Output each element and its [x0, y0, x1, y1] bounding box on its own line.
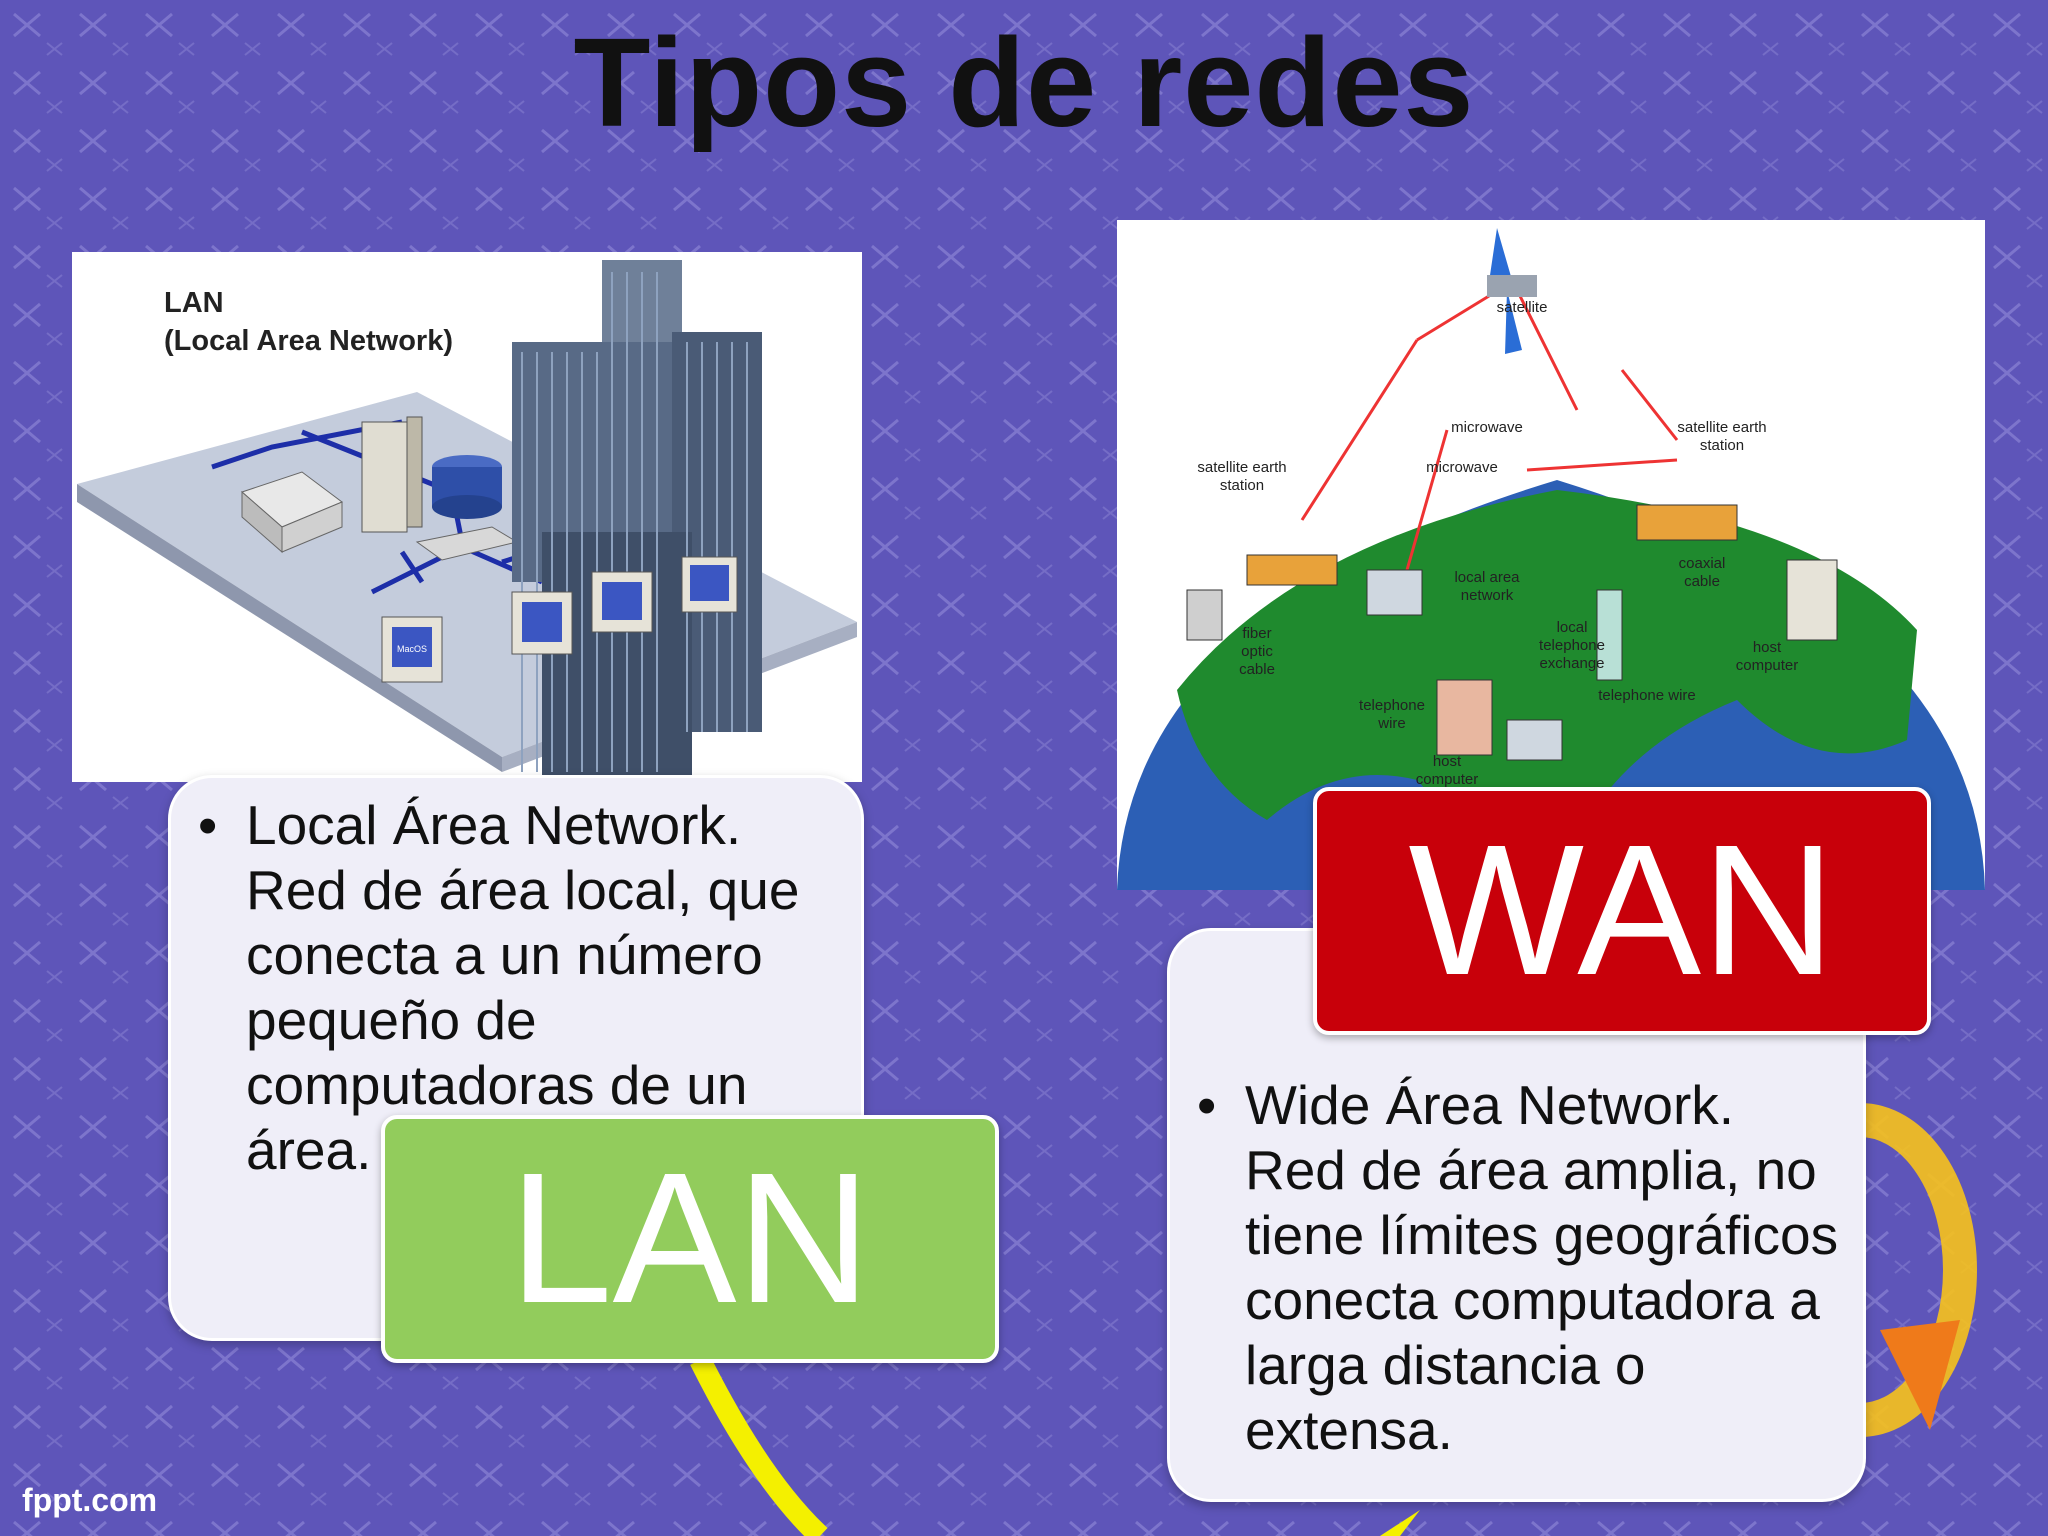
bullet-icon: •	[198, 794, 218, 856]
svg-text:satellite earth: satellite earth	[1197, 459, 1286, 476]
svg-text:satellite earth: satellite earth	[1677, 419, 1766, 436]
lan-illustration: MacOS LAN (Local Area Network)	[72, 252, 862, 782]
svg-text:local: local	[1557, 619, 1588, 636]
svg-text:computer: computer	[1416, 771, 1479, 788]
wan-label: WAN	[1313, 787, 1931, 1035]
yellow-arc-decoration	[690, 1355, 828, 1536]
svg-text:coaxial: coaxial	[1679, 555, 1726, 572]
slide-title: Tipos de redes	[573, 12, 1475, 153]
svg-text:optic: optic	[1241, 643, 1273, 660]
svg-text:wire: wire	[1377, 715, 1406, 732]
svg-text:computer: computer	[1736, 657, 1799, 674]
svg-text:host: host	[1753, 639, 1782, 656]
computer-icons: MacOS	[381, 556, 738, 683]
earth-station-right	[1636, 504, 1738, 541]
svg-text:telephone: telephone	[1539, 637, 1605, 654]
svg-text:station: station	[1700, 437, 1744, 454]
office-building-icon	[512, 260, 762, 782]
svg-text:telephone wire: telephone wire	[1598, 687, 1696, 704]
svg-text:MacOS: MacOS	[397, 644, 427, 654]
svg-text:telephone: telephone	[1359, 697, 1425, 714]
svg-text:station: station	[1220, 477, 1264, 494]
lan-description: • Local Área Network. Red de área local,…	[198, 794, 800, 1181]
svg-text:cable: cable	[1684, 573, 1720, 590]
svg-text:cable: cable	[1239, 661, 1275, 678]
bullet-icon: •	[1197, 1074, 1217, 1136]
earth-station-left	[1246, 554, 1338, 586]
svg-text:fiber: fiber	[1242, 625, 1271, 642]
footer-brand: fppt.com	[22, 1482, 158, 1518]
storage-icon	[432, 455, 502, 519]
printer-icon	[241, 471, 343, 554]
svg-text:exchange: exchange	[1539, 655, 1604, 672]
svg-text:host: host	[1433, 753, 1462, 770]
lan-caption-sub: (Local Area Network)	[164, 325, 453, 357]
lan-caption: LAN	[164, 287, 224, 319]
svg-text:network: network	[1461, 587, 1514, 604]
svg-text:microwave: microwave	[1451, 419, 1523, 436]
svg-text:satellite: satellite	[1497, 299, 1548, 316]
wan-description: • Wide Área Network. Red de área amplia,…	[1197, 1074, 1839, 1461]
satellite-icon	[1487, 228, 1537, 354]
svg-text:local area: local area	[1454, 569, 1520, 586]
lan-label: LAN	[381, 1115, 999, 1363]
svg-text:microwave: microwave	[1426, 459, 1498, 476]
server-icon	[361, 416, 423, 533]
